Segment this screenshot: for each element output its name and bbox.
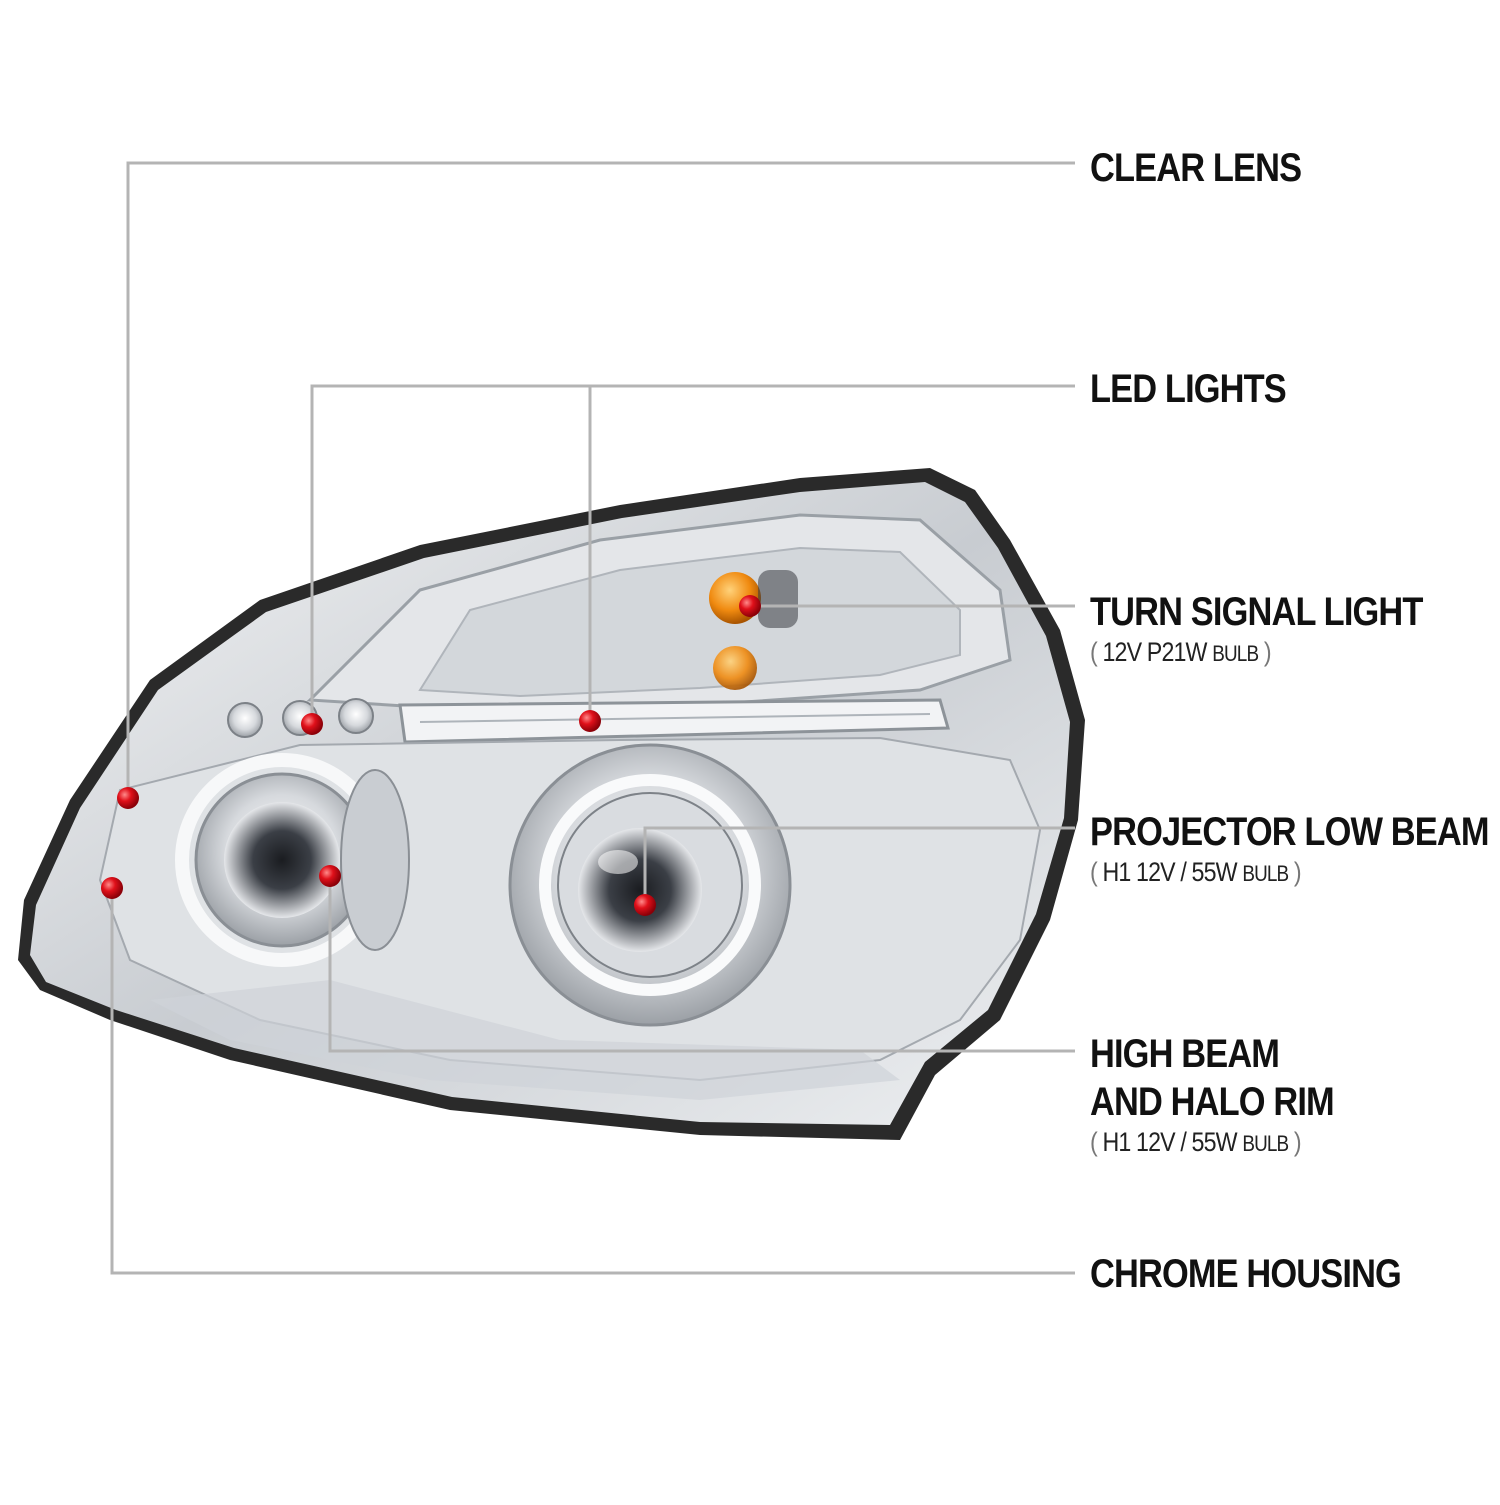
projector-spec-line: ( H1 12V / 55W BULB ) bbox=[1090, 857, 1302, 887]
amber-bulb-lower bbox=[713, 646, 757, 690]
leader-lines bbox=[110, 161, 1075, 1275]
high-beam-cylinder bbox=[340, 769, 410, 951]
turn-signal-reflector bbox=[418, 546, 961, 698]
projector-title: PROJECTOR LOW BEAM bbox=[1090, 810, 1489, 854]
callout-led-lights: LED LIGHTS bbox=[1090, 365, 1318, 413]
leader-led-lights bbox=[310, 384, 1075, 724]
turn-signal-spec-line: ( 12V P21W BULB ) bbox=[1090, 637, 1272, 667]
bulb-socket bbox=[758, 570, 798, 628]
turn-signal-title: TURN SIGNAL LIGHT bbox=[1090, 590, 1423, 634]
high-beam-title-line2: AND HALO RIM bbox=[1090, 1080, 1335, 1124]
led-bar-highlight bbox=[419, 713, 931, 723]
projector-halo bbox=[539, 774, 761, 996]
high-beam-assembly bbox=[175, 753, 410, 967]
led-pod-3 bbox=[338, 698, 374, 734]
high-beam-lens bbox=[224, 802, 340, 918]
turn-signal-spec: 12V P21W bbox=[1102, 637, 1207, 667]
marker-led-lights-pod bbox=[301, 713, 323, 735]
marker-clear-lens bbox=[117, 787, 139, 809]
projector-assembly bbox=[508, 743, 792, 1027]
marker-turn-signal bbox=[739, 595, 761, 617]
callout-chrome-housing: CHROME HOUSING bbox=[1090, 1250, 1452, 1298]
marker-led-lights-bar bbox=[579, 710, 601, 732]
callout-projector-low-beam: PROJECTOR LOW BEAM ( H1 12V / 55W BULB ) bbox=[1090, 808, 1500, 890]
high-beam-unit: BULB bbox=[1242, 1131, 1289, 1156]
marker-high-beam bbox=[319, 865, 341, 887]
leader-high-beam bbox=[328, 876, 1075, 1053]
led-strip bbox=[227, 698, 950, 744]
turn-signal-unit: BULB bbox=[1212, 641, 1259, 666]
clear-lens-title: CLEAR LENS bbox=[1090, 146, 1302, 190]
projector-spec: H1 12V / 55W bbox=[1102, 857, 1237, 887]
lens-reflection bbox=[598, 850, 638, 874]
high-beam-spec-line: ( H1 12V / 55W BULB ) bbox=[1090, 1127, 1302, 1157]
callout-clear-lens: CLEAR LENS bbox=[1090, 144, 1336, 192]
projector-lens bbox=[578, 828, 702, 952]
callout-high-beam: HIGH BEAM AND HALO RIM ( H1 12V / 55W BU… bbox=[1090, 1030, 1374, 1160]
marker-chrome-housing bbox=[101, 877, 123, 899]
markers bbox=[101, 595, 761, 916]
led-bar bbox=[398, 698, 950, 744]
lower-reflector bbox=[150, 980, 900, 1100]
high-beam-title-line1: HIGH BEAM bbox=[1090, 1032, 1280, 1076]
led-pod-1 bbox=[227, 702, 263, 738]
marker-projector bbox=[634, 894, 656, 916]
turn-signal-chamber bbox=[306, 513, 1012, 714]
led-lights-title: LED LIGHTS bbox=[1090, 367, 1287, 411]
chrome-housing-title: CHROME HOUSING bbox=[1090, 1252, 1402, 1296]
leader-chrome-housing bbox=[110, 888, 1075, 1275]
projector-unit: BULB bbox=[1242, 861, 1289, 886]
callout-turn-signal: TURN SIGNAL LIGHT ( 12V P21W BULB ) bbox=[1090, 588, 1477, 670]
leader-clear-lens bbox=[126, 161, 1075, 798]
high-beam-spec: H1 12V / 55W bbox=[1102, 1127, 1237, 1157]
leader-projector bbox=[643, 826, 1075, 905]
